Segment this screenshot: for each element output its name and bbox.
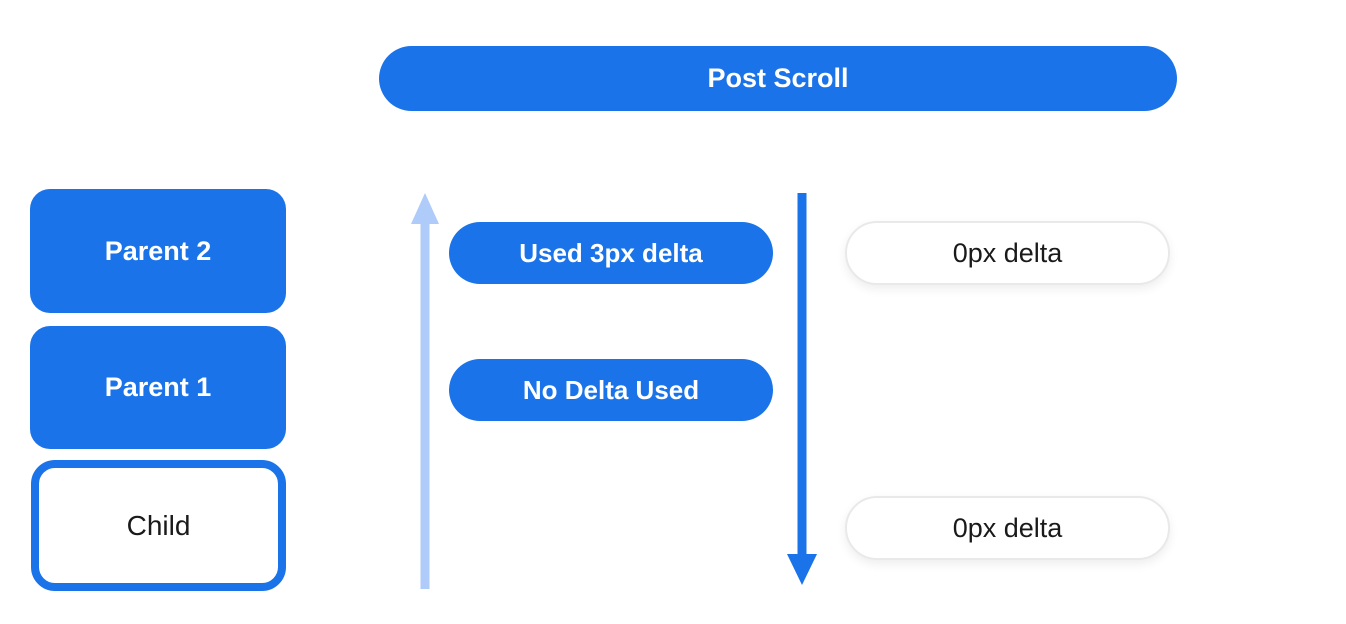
parent-2-label: Parent 2: [104, 235, 212, 266]
parent-1-label: Parent 1: [104, 372, 212, 402]
parent-2-box: Parent 2: [30, 189, 286, 313]
used-delta-label: Used 3px delta: [519, 237, 703, 268]
post-scroll-header-pill: Post Scroll: [379, 46, 1177, 111]
used-delta-pill: Used 3px delta: [449, 222, 773, 284]
no-delta-used-label: No Delta Used: [522, 374, 700, 405]
child-label: Child: [126, 509, 191, 541]
zero-delta-pill-top: 0px delta: [845, 221, 1170, 285]
zero-delta-bottom-label: 0px delta: [952, 512, 1063, 543]
scroll-direction-up-arrow-icon: [408, 193, 442, 589]
parent-1-box: Parent 1: [30, 326, 286, 449]
no-delta-used-pill: No Delta Used: [449, 359, 773, 421]
child-box: Child: [31, 460, 286, 591]
scroll-direction-down-arrow-icon: [785, 193, 819, 585]
zero-delta-top-label: 0px delta: [952, 237, 1063, 268]
zero-delta-pill-bottom: 0px delta: [845, 496, 1170, 560]
post-scroll-label: Post Scroll: [707, 63, 849, 93]
